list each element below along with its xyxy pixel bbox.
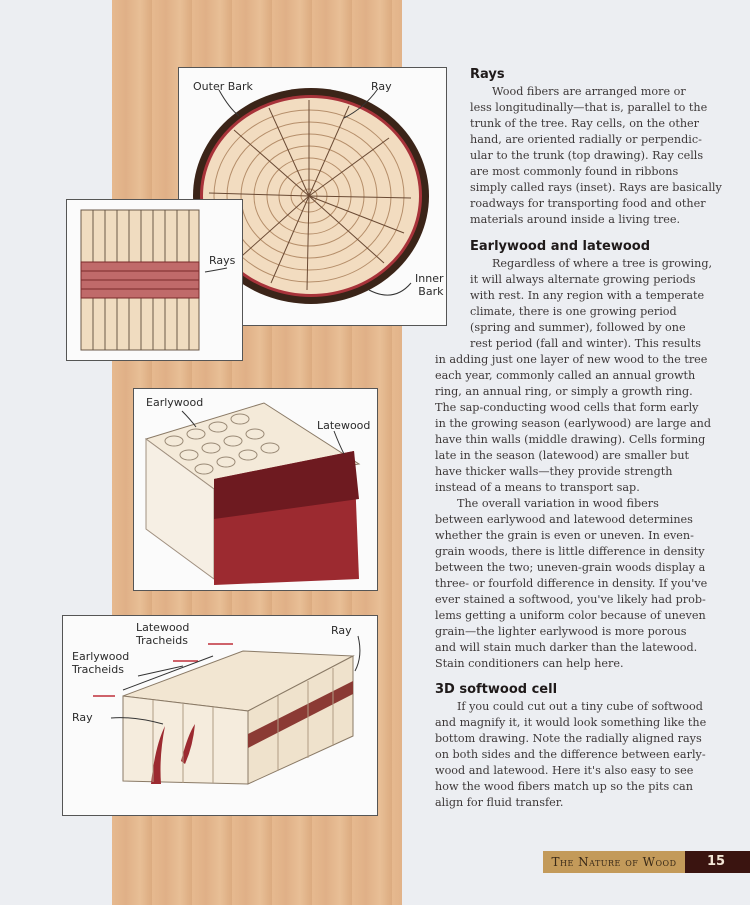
text-line: ular to the trunk (top drawing). Ray cel…: [470, 149, 704, 162]
rays-section: Rays Wood fibers are arranged more or le…: [470, 66, 722, 228]
rays-label: Rays: [209, 254, 236, 267]
earlywood-tracheids-label: Earlywood Tracheids: [72, 650, 130, 676]
text-line: and magnify it, it would look something …: [435, 716, 707, 729]
log-cross-section-figure: Outer Bark Ray Inner Bark: [178, 67, 447, 326]
text-line: between the two; uneven-grain woods disp…: [435, 561, 706, 574]
ray-label: Ray: [371, 80, 392, 93]
text-line: are most commonly found in ribbons: [470, 165, 679, 178]
earlywood-section-top: Earlywood and latewood Regardless of whe…: [470, 238, 713, 352]
text-line: bottom drawing. Note the radially aligne…: [435, 732, 702, 745]
log-drawing: [193, 88, 429, 304]
earlywood-heading: Earlywood and latewood: [470, 239, 650, 254]
text-line: lems getting a uniform color because of …: [435, 609, 706, 622]
text-line: Regardless of where a tree is growing,: [492, 257, 713, 270]
latewood-tracheids-label: Latewood Tracheids: [136, 621, 190, 647]
text-line: ring, an annual ring, or simply a growth…: [435, 385, 693, 398]
ray-right-label: Ray: [331, 624, 352, 637]
text-line: each year, commonly called an annual gro…: [435, 369, 696, 382]
text-line: materials around inside a living tree.: [470, 213, 681, 226]
text-line: in adding just one layer of new wood to …: [435, 353, 708, 366]
text-line: between earlywood and latewood determine…: [435, 513, 693, 526]
text-line: less longitudinally—that is, parallel to…: [470, 101, 708, 114]
text-line: (spring and summer), followed by one: [470, 321, 686, 334]
text-line: align for fluid transfer.: [435, 796, 564, 809]
text-line: Stain conditioners can help here.: [435, 657, 624, 670]
text-line: in the growing season (earlywood) are la…: [435, 417, 712, 430]
text-line: grain woods, there is little difference …: [435, 545, 705, 558]
softwood-cell-drawing: [93, 635, 361, 785]
rays-inset-figure: Rays: [66, 199, 243, 361]
inner-bark-label: Inner Bark: [415, 272, 444, 298]
softwood-cell-figure: Latewood Tracheids Earlywood Tracheids R…: [62, 615, 378, 816]
earlywood-latewood-figure: Earlywood Latewood: [133, 388, 378, 591]
text-line: The sap-conducting wood cells that form …: [435, 401, 699, 414]
text-line: hand, are oriented radially or perpendic…: [470, 133, 702, 146]
running-footer-title: The Nature of Wood: [543, 851, 685, 873]
text-line: how the wood fibers match up so the pits…: [435, 780, 693, 793]
text-line: ever stained a softwood, you've likely h…: [435, 593, 706, 606]
text-line: late in the season (latewood) are smalle…: [435, 449, 690, 462]
text-line: whether the grain is even or uneven. In …: [435, 529, 694, 542]
earlywood-section-body: in adding just one layer of new wood to …: [435, 352, 712, 672]
text-line: with rest. In any region with a temperat…: [470, 289, 705, 302]
text-line: it will always alternate growing periods: [470, 273, 696, 286]
text-line: wood and latewood. Here it's also easy t…: [435, 764, 694, 777]
softwood-section: 3D softwood cell If you could cut out a …: [435, 681, 707, 811]
text-line: If you could cut out a tiny cube of soft…: [457, 700, 703, 713]
earlywood-label: Earlywood: [146, 396, 204, 409]
text-line: have thicker walls—they provide strength: [435, 465, 673, 478]
text-line: roadways for transporting food and other: [470, 197, 706, 210]
rays-heading: Rays: [470, 67, 505, 82]
latewood-label: Latewood: [317, 419, 371, 432]
text-line: grain—the lighter earlywood is more poro…: [435, 625, 687, 638]
text-line: trunk of the tree. Ray cells, on the oth…: [470, 117, 699, 130]
text-line: have thin walls (middle drawing). Cells …: [435, 433, 706, 446]
text-line: on both sides and the difference between…: [435, 748, 706, 761]
text-line: simply called rays (inset). Rays are bas…: [470, 181, 722, 194]
text-line: Wood fibers are arranged more or: [492, 85, 686, 98]
page-number: 15: [685, 851, 750, 873]
text-line: three- or fourfold difference in density…: [435, 577, 708, 590]
text-line: instead of a means to transport sap.: [435, 481, 640, 494]
ray-left-label: Ray: [72, 711, 93, 724]
text-line: climate, there is one growing period: [470, 305, 677, 318]
rays-drawing: [80, 209, 228, 351]
earlywood-latewood-drawing: [144, 402, 361, 585]
text-line: rest period (fall and winter). This resu…: [470, 337, 701, 350]
text-line: The overall variation in wood fibers: [457, 497, 659, 510]
outer-bark-label: Outer Bark: [193, 80, 253, 93]
text-line: and will stain much darker than the late…: [435, 641, 698, 654]
softwood-heading: 3D softwood cell: [435, 682, 558, 697]
